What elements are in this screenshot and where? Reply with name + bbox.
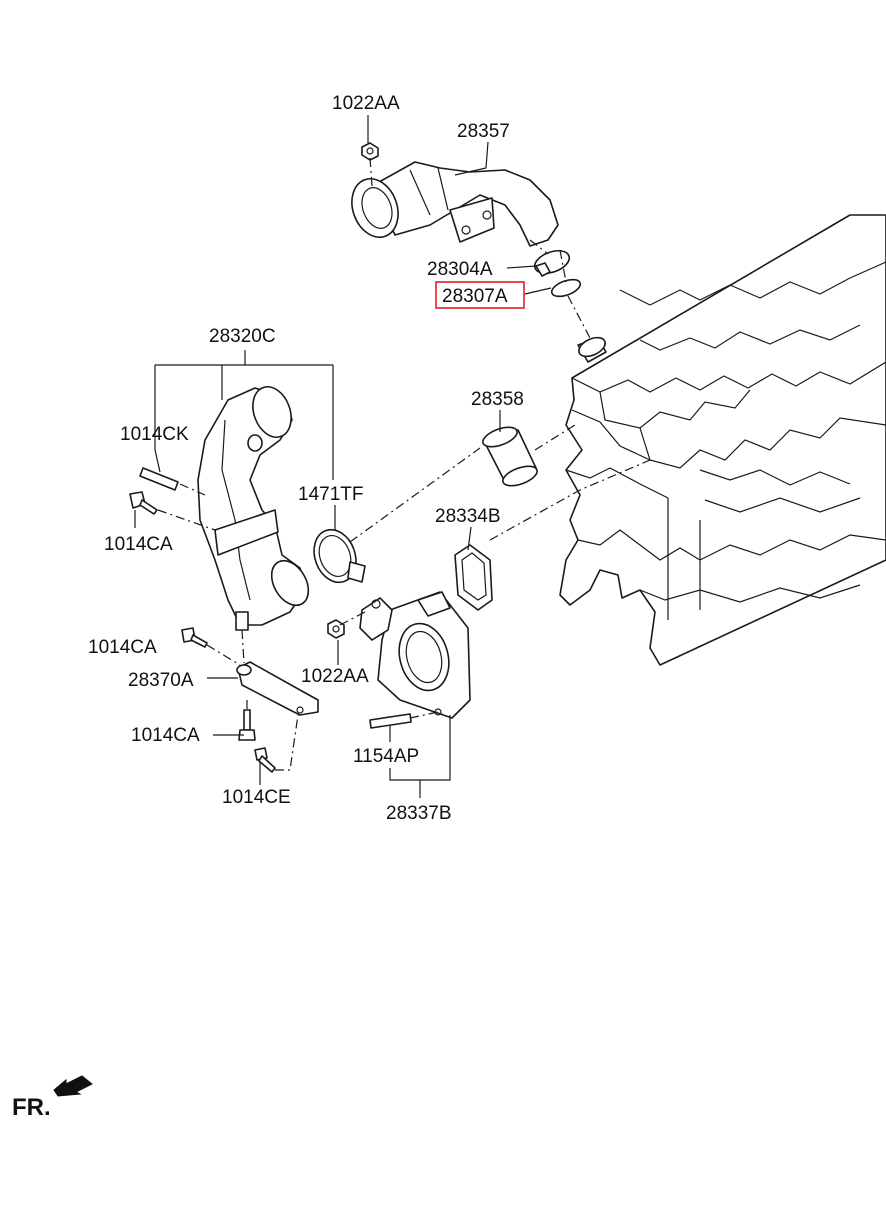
label-1154ap[interactable]: 1154AP bbox=[353, 746, 419, 767]
assembly-lines bbox=[157, 157, 651, 771]
stud-1154ap bbox=[369, 713, 412, 729]
label-1014ce[interactable]: 1014CE bbox=[222, 787, 291, 808]
stud-1014ck bbox=[139, 467, 179, 491]
front-label: FR. bbox=[12, 1094, 51, 1121]
label-28357[interactable]: 28357 bbox=[457, 121, 510, 142]
bolt-1014ca-3 bbox=[238, 709, 256, 741]
front-direction-indicator: FR. bbox=[12, 1075, 93, 1121]
nut-1022aa-top bbox=[361, 142, 379, 161]
part-labels: 1022AA 28357 28304A 28307A 28320C 1014CK… bbox=[88, 93, 525, 824]
bolt-1014ce bbox=[254, 747, 276, 773]
clamp-1471tf bbox=[313, 528, 366, 584]
label-1014ca-2[interactable]: 1014CA bbox=[88, 637, 157, 658]
label-1014ca-1[interactable]: 1014CA bbox=[104, 534, 173, 555]
label-1022aa-top[interactable]: 1022AA bbox=[332, 93, 400, 114]
label-28334b[interactable]: 28334B bbox=[435, 506, 501, 527]
label-28304a[interactable]: 28304A bbox=[427, 259, 493, 280]
label-1022aa-mid[interactable]: 1022AA bbox=[301, 666, 369, 687]
label-1471tf[interactable]: 1471TF bbox=[298, 484, 363, 505]
engine-block bbox=[559, 214, 886, 666]
label-28358[interactable]: 28358 bbox=[471, 389, 524, 410]
label-28320c[interactable]: 28320C bbox=[209, 326, 276, 347]
clamp-28304a bbox=[533, 249, 571, 277]
bolt-1014ca-1 bbox=[129, 491, 158, 515]
nut-1022aa-mid bbox=[327, 619, 345, 639]
housing-28337b bbox=[359, 591, 471, 719]
gasket-28334b bbox=[454, 544, 493, 611]
pipe-28357 bbox=[351, 161, 559, 247]
pipe-28320c bbox=[197, 386, 310, 631]
bolt-1014ca-2 bbox=[181, 627, 208, 648]
front-arrow-icon bbox=[53, 1075, 93, 1097]
highlight-box bbox=[435, 281, 525, 309]
label-1014ck[interactable]: 1014CK bbox=[120, 424, 189, 445]
label-28370a[interactable]: 28370A bbox=[128, 670, 194, 691]
oring-28307a bbox=[550, 278, 582, 298]
label-1014ca-3[interactable]: 1014CA bbox=[131, 725, 200, 746]
label-28337b[interactable]: 28337B bbox=[386, 803, 452, 824]
sleeve-28358 bbox=[482, 426, 538, 487]
bracket-28370a bbox=[236, 661, 319, 716]
label-28307a[interactable]: 28307A bbox=[442, 286, 508, 307]
leader-lines bbox=[134, 115, 552, 798]
